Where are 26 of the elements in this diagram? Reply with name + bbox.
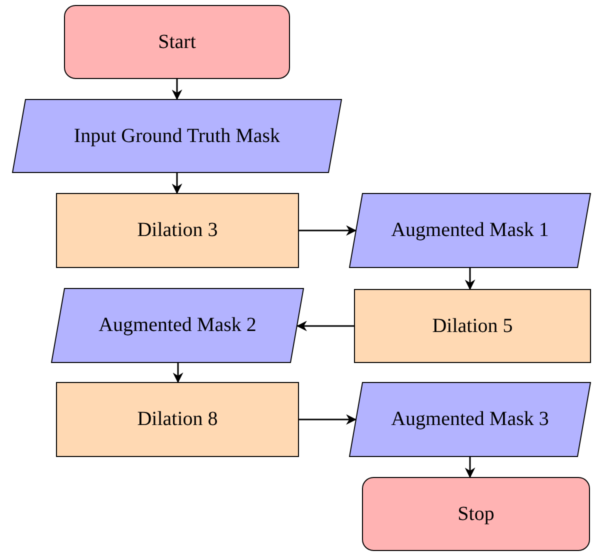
arrow (296, 320, 354, 332)
process-box (56, 193, 299, 268)
arrow (172, 79, 182, 100)
node-label: Augmented Mask 2 (98, 313, 256, 338)
data-parallelogram (12, 99, 342, 173)
node-label: Dilation 8 (137, 407, 218, 432)
data-parallelogram (51, 288, 304, 363)
terminal-box (362, 477, 590, 551)
data-parallelogram (349, 193, 591, 268)
arrow (172, 173, 182, 194)
node-label: Augmented Mask 3 (391, 407, 549, 432)
arrow (464, 268, 476, 290)
node-label: Stop (458, 502, 494, 526)
node-label: Input Ground Truth Mask (74, 124, 280, 148)
arrow (172, 363, 184, 384)
data-parallelogram (349, 382, 591, 457)
arrow (464, 457, 476, 478)
node-label: Dilation 3 (137, 218, 218, 243)
process-box (354, 289, 591, 363)
node-label: Dilation 5 (432, 314, 513, 338)
node-label: Start (158, 30, 196, 54)
process-box (56, 382, 299, 457)
arrow (299, 225, 357, 236)
node-label: Augmented Mask 1 (391, 218, 549, 243)
terminal-box (64, 5, 290, 79)
arrow (299, 414, 357, 425)
